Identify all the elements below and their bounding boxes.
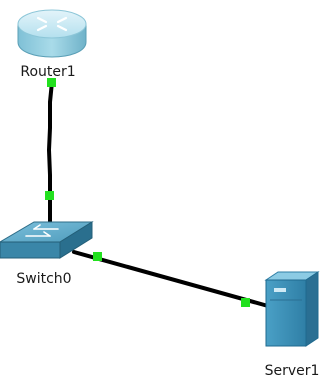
switch0-label: Switch0 xyxy=(16,271,71,287)
switch0-device[interactable]: Switch0 xyxy=(0,221,94,287)
router1-device[interactable]: Router1 xyxy=(17,9,87,80)
router-icon xyxy=(17,9,87,58)
link-router1-switch0[interactable] xyxy=(46,80,54,230)
links xyxy=(46,80,270,308)
link-switch0-server1[interactable] xyxy=(72,250,270,308)
switch0-server-port-up-indicator xyxy=(93,252,102,261)
port-indicators xyxy=(45,78,250,307)
switch-icon xyxy=(0,221,94,259)
server1-device[interactable]: Server1 xyxy=(264,271,320,379)
server1-label: Server1 xyxy=(265,363,320,379)
server1-port-up-indicator xyxy=(241,298,250,307)
server-icon xyxy=(264,271,320,347)
router1-label: Router1 xyxy=(20,64,75,80)
router1-port-up-indicator xyxy=(47,78,56,87)
switch0-uplink-port-up-indicator xyxy=(45,191,54,200)
